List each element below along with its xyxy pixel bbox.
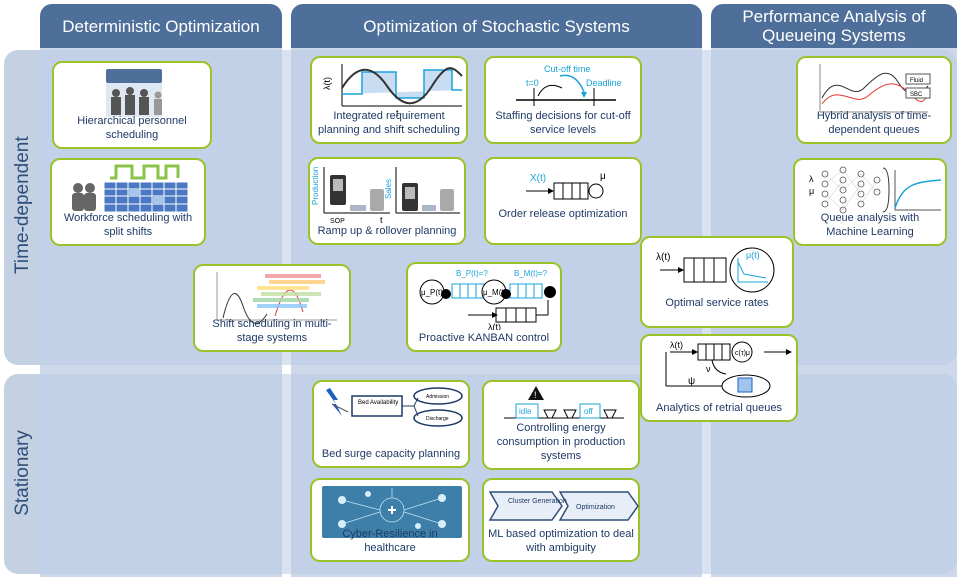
card-caption: Ramp up & rollover planning [317, 225, 457, 237]
card-ml-queue-analysis[interactable]: λ μ Queue analysis with Machine Learning [793, 158, 947, 246]
personnel-icon [106, 69, 162, 117]
card-proactive-kanban[interactable]: B_P(t)=? B_M(t)=? μ_P(t) μ_M(t) λ(t) Pro… [406, 262, 562, 352]
card-caption: Controlling energy consumption in produc… [496, 422, 626, 462]
lambda-axis-label: λ(t) [322, 77, 332, 90]
column-header-stochastic: Optimization of Stochastic Systems [291, 4, 702, 48]
card-caption: Integrated requirement planning and shif… [318, 110, 460, 136]
card-staffing-cutoff[interactable]: Cut-off time t=0 Deadline Staffing decis… [484, 56, 642, 144]
mu-label: μ [600, 171, 606, 182]
t0-label: t=0 [526, 78, 539, 88]
bed-surge-icon: Bed Availability Admission Discharge [326, 387, 463, 427]
card-retrial-queues[interactable]: λ(t) c(τ)μ ν ψ Analytics of retrial queu… [640, 334, 798, 422]
cluster-generation-label: Cluster Generation [508, 498, 567, 505]
card-caption: ML based optimization to deal with ambig… [488, 528, 634, 554]
card-caption: Cyber-Resilience in healthcare [342, 528, 438, 554]
bm-label: B_M(t)=? [514, 269, 548, 278]
nu-label: ν [706, 364, 711, 374]
psi-label: ψ [688, 376, 695, 387]
card-energy-control[interactable]: ! idle off Controlling energy consumptio… [482, 380, 640, 470]
row-label-time-dependent: Time-dependent [12, 136, 33, 274]
lambda-input-label: λ [809, 174, 814, 184]
idle-label: idle [519, 407, 532, 416]
sbc-label: SBC [910, 92, 923, 98]
card-hybrid-analysis[interactable]: Fluid SBC Hybrid analysis of time-depend… [796, 56, 952, 144]
deadline-label: Deadline [586, 78, 622, 88]
energy-line-icon: ! idle off [504, 386, 624, 419]
column-header-queueing: Performance Analysis of Queueing Systems [711, 4, 957, 48]
optimization-label: Optimization [576, 504, 615, 511]
admission-label: Admission [426, 394, 449, 400]
mu-p-label: μ_P(t) [421, 288, 443, 297]
fluid-label: Fluid [910, 78, 923, 84]
mu-input-label: μ [809, 186, 814, 196]
card-optimal-service-rates[interactable]: λ(t) μ(t) Optimal service rates [640, 236, 794, 328]
retrial-queue-icon: λ(t) c(τ)μ ν ψ [665, 340, 792, 398]
multistage-chart-icon [216, 272, 337, 324]
lambda-label: λ(t) [656, 252, 670, 263]
requirement-wave-icon: λ(t) t [322, 64, 463, 118]
row-band-stationary [4, 374, 957, 574]
service-rate-queue-icon: λ(t) μ(t) [656, 247, 775, 293]
mu-t-label: μ(t) [746, 250, 760, 260]
card-caption: Order release optimization [498, 208, 628, 220]
card-workforce-scheduling[interactable]: Workforce scheduling with split shifts [50, 158, 206, 246]
lambda-label: λ(t) [670, 340, 683, 350]
card-caption: Workforce scheduling with split shifts [63, 212, 193, 238]
card-caption: Hybrid analysis of time-dependent queues [816, 110, 932, 136]
row-label-stationary: Stationary [12, 430, 33, 516]
row-label-bg-time-dependent [4, 50, 40, 365]
discharge-label: Discharge [426, 416, 449, 422]
card-caption: Hierarchical personnel scheduling [77, 115, 187, 141]
card-caption: Shift scheduling in multi-stage systems [212, 318, 332, 344]
neural-net-icon: λ μ [809, 166, 942, 214]
card-bed-surge[interactable]: Bed Availability Admission Discharge Bed… [312, 380, 470, 468]
cutoff-timeline-icon: Cut-off time t=0 Deadline [516, 64, 622, 106]
row-label-bg-stationary [4, 374, 40, 574]
card-cyber-resilience[interactable]: Cyber-Resilience in healthcare [310, 478, 470, 562]
c-tau-mu-label: c(τ)μ [735, 350, 750, 357]
lambda-label: λ(t) [488, 322, 501, 330]
column-header-deterministic: Deterministic Optimization [40, 4, 282, 48]
card-caption: Analytics of retrial queues [656, 402, 782, 414]
svg-text:!: ! [534, 390, 537, 400]
card-caption: Bed surge capacity planning [321, 448, 461, 460]
card-caption: Staffing decisions for cut-off service l… [495, 110, 631, 136]
card-ramp-up-rollover[interactable]: Production Sales SOP t Ramp up & rollove… [308, 157, 466, 245]
card-multi-stage-shift-scheduling[interactable]: Shift scheduling in multi-stage systems [193, 264, 351, 352]
card-integrated-requirement-planning[interactable]: λ(t) t Integrated requirement planning a… [310, 56, 468, 144]
mu-m-label: μ_M(t) [483, 288, 507, 297]
time-axis-label: t [396, 108, 399, 118]
sop-label: SOP [330, 218, 345, 225]
pipeline-icon: Cluster Generation Optimization [488, 491, 639, 521]
queue-icon: X(t) μ [526, 171, 606, 200]
bp-label: B_P(t)=? [456, 269, 488, 278]
network-health-icon [322, 486, 462, 538]
bed-availability-label: Bed Availability [358, 400, 398, 406]
kanban-icon: B_P(t)=? B_M(t)=? μ_P(t) μ_M(t) λ(t) [419, 269, 556, 330]
sales-axis-label: Sales [384, 179, 393, 199]
card-order-release[interactable]: X(t) μ Order release optimization [484, 157, 642, 245]
x-t-label: X(t) [530, 173, 546, 184]
off-label: off [584, 407, 594, 416]
card-caption: Proactive KANBAN control [418, 332, 550, 344]
workforce-grid-icon [72, 164, 189, 213]
card-caption: Optimal service rates [665, 297, 769, 309]
card-hierarchical-personnel-scheduling[interactable]: Hierarchical personnel scheduling [52, 61, 212, 149]
cutoff-time-label: Cut-off time [544, 64, 590, 74]
time-axis-label: t [380, 215, 383, 225]
production-axis-label: Production [311, 167, 320, 205]
card-ml-ambiguity[interactable]: Cluster Generation Optimization ML based… [482, 478, 640, 562]
hybrid-chart-icon: Fluid SBC [819, 64, 931, 113]
card-caption: Queue analysis with Machine Learning [820, 212, 920, 238]
rampup-phones-icon: Production Sales SOP t [311, 167, 460, 225]
